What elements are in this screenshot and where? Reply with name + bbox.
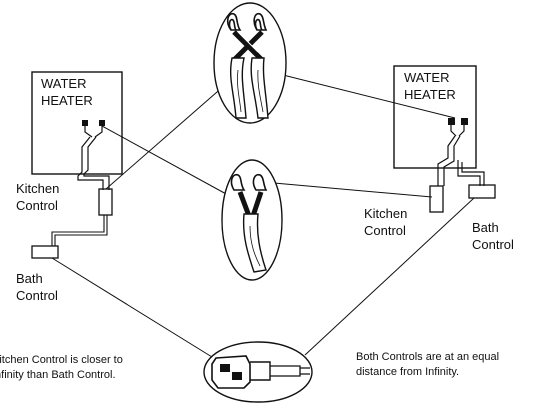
right-note-line-1: Both Controls are at an equal	[356, 351, 499, 363]
link-top-circle-to-right-heater	[282, 74, 456, 119]
right-water-heater-box	[393, 65, 477, 169]
joined-connector-detail-icon	[221, 159, 283, 281]
left-bath-control	[31, 245, 59, 259]
link-left-bath-to-bottom-circle	[51, 257, 213, 358]
left-heater-connector-icon	[82, 120, 105, 138]
left-heater-cable	[77, 136, 104, 190]
left-bath-label-1: Bath	[16, 271, 43, 286]
right-bath-label-1: Bath	[472, 220, 499, 235]
link-middle-circle-to-right-kitchen	[273, 182, 433, 198]
left-heater-label-1: WATER	[41, 76, 87, 91]
right-bath-label-2: Control	[472, 237, 514, 252]
left-bath-label-2: Control	[16, 288, 58, 303]
right-heater-label-2: HEATER	[404, 87, 456, 102]
plug-connector-detail-icon	[203, 341, 313, 403]
right-heater-connector-icon	[448, 118, 468, 137]
right-heater-cable	[437, 135, 456, 186]
left-kitchen-control	[98, 188, 113, 216]
right-note-line-2: distance from Infinity.	[356, 366, 459, 378]
left-note-line-2: Infinity than Bath Control.	[0, 369, 116, 381]
right-kitchen-label-1: Kitchen	[364, 206, 407, 221]
right-kitchen-control	[429, 185, 444, 213]
left-note-line-1: Kitchen Control is closer to	[0, 354, 123, 366]
link-left-heater-to-middle-circle	[101, 125, 229, 196]
link-bottom-circle-to-right-bath	[304, 197, 475, 356]
left-water-heater-box	[31, 71, 123, 175]
right-heater-bath-cable	[457, 160, 481, 186]
right-bath-control	[468, 184, 496, 199]
right-heater-label-1: WATER	[404, 70, 450, 85]
crossed-connector-detail-icon	[213, 2, 287, 124]
left-kitchen-label-2: Control	[16, 198, 58, 213]
left-control-cable	[51, 215, 105, 246]
left-heater-label-2: HEATER	[41, 93, 93, 108]
left-kitchen-label-1: Kitchen	[16, 181, 59, 196]
right-kitchen-label-2: Control	[364, 223, 406, 238]
link-left-kitchen-to-top-circle	[105, 84, 226, 190]
